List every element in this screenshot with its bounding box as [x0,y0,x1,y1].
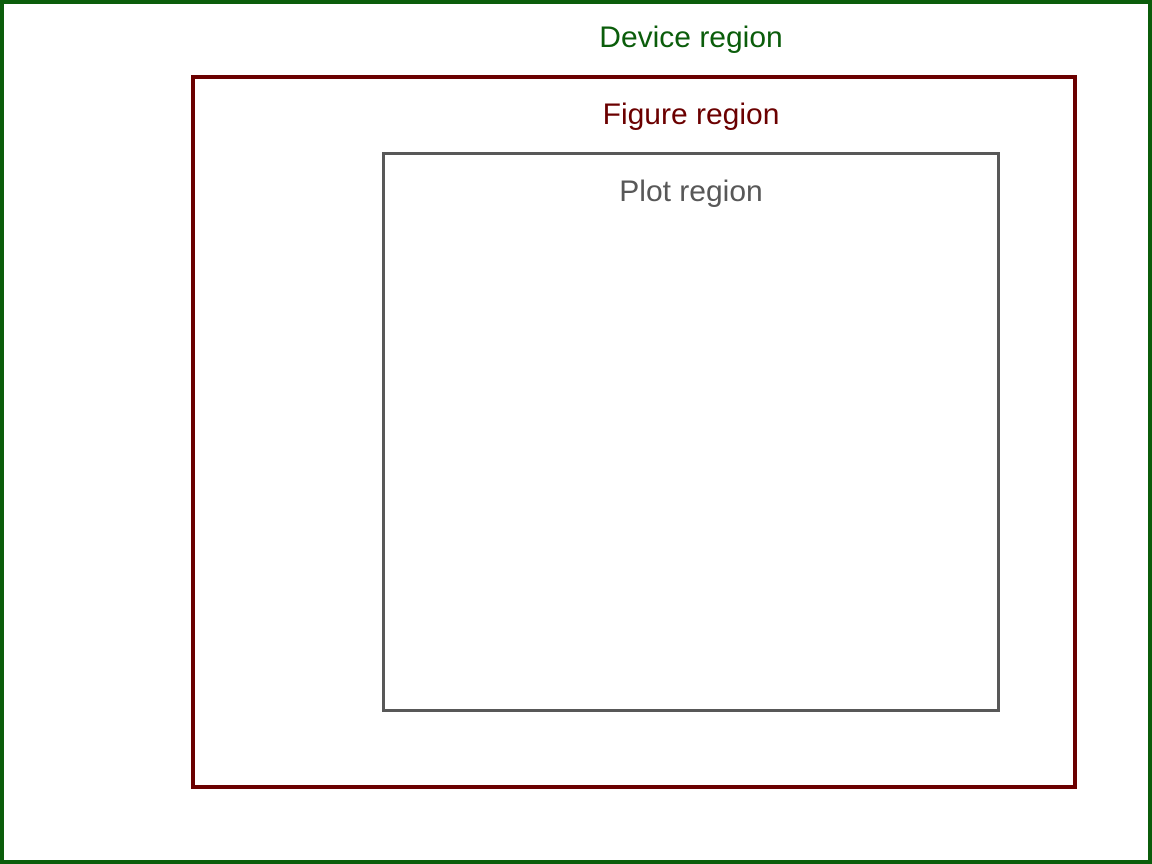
figure-region-box [191,75,1077,789]
plot-region-box [382,152,1000,712]
figure-region-label: Figure region [602,98,780,131]
device-region-label: Device region [599,21,783,54]
plot-region-label: Plot region [619,175,763,208]
